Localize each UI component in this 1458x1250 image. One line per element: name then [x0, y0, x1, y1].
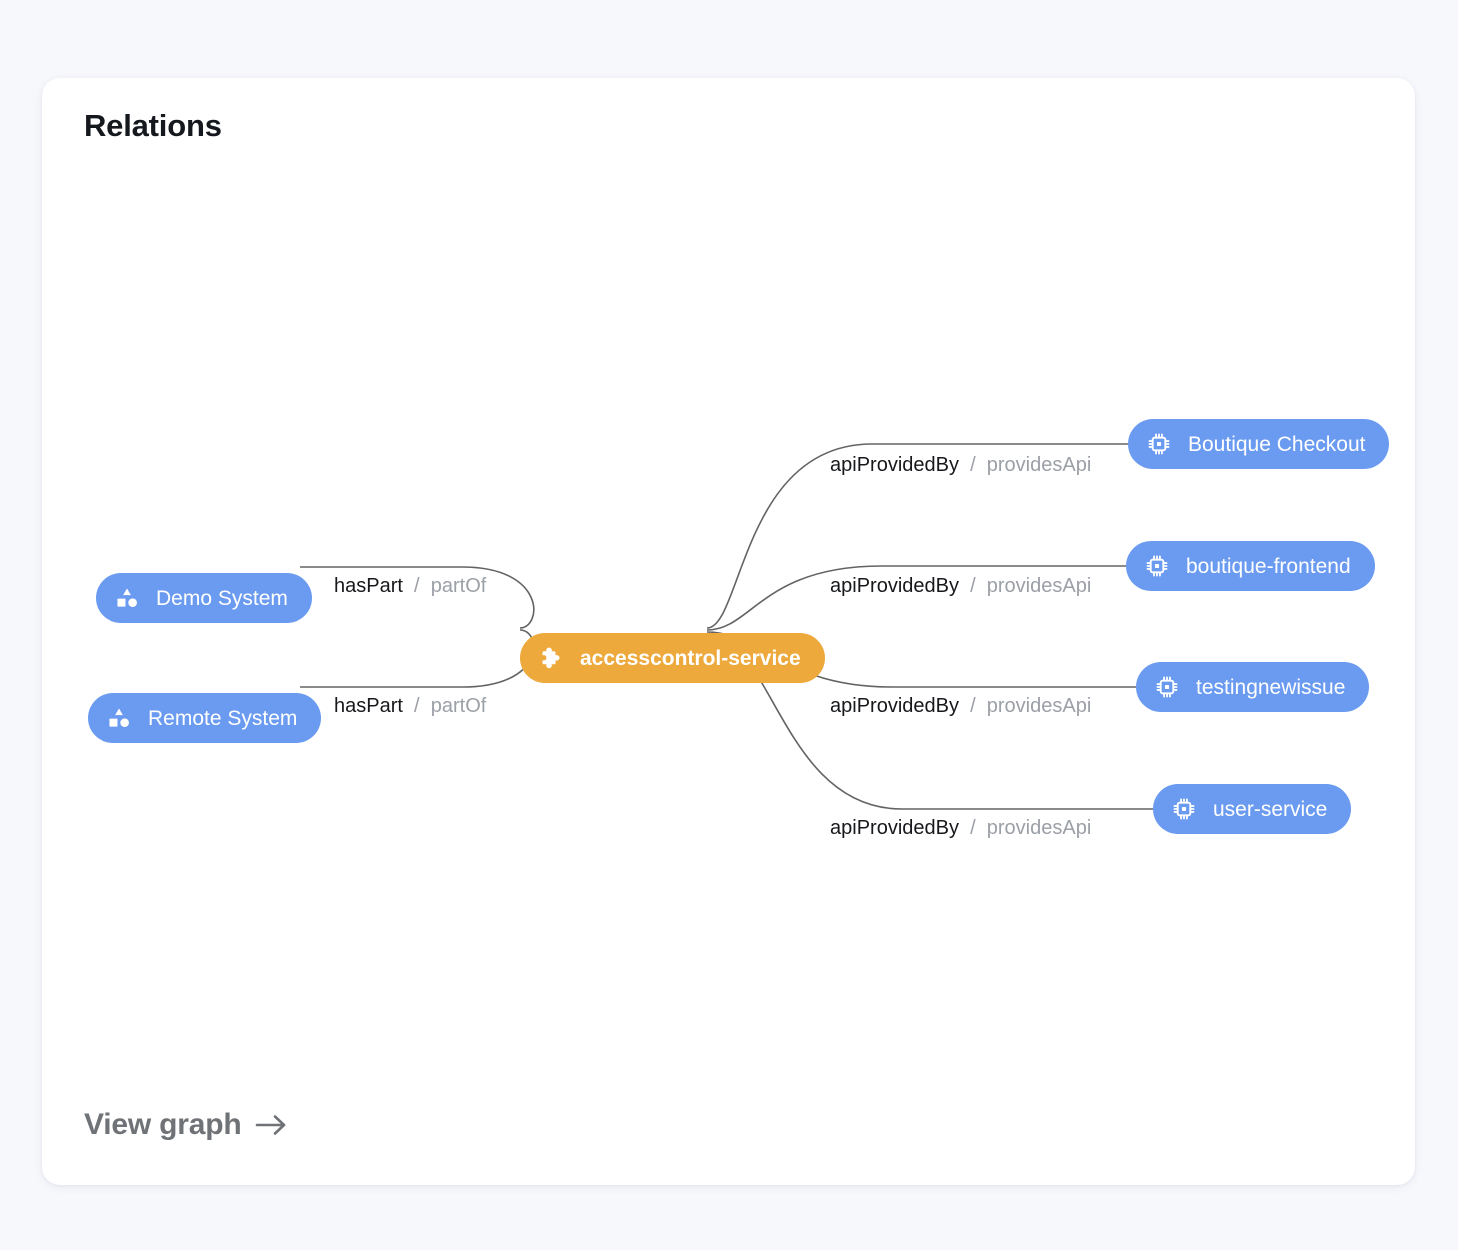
chip-icon [1171, 796, 1197, 822]
node-remote-system[interactable]: Remote System [88, 693, 321, 743]
edge-remote-system [300, 630, 534, 687]
node-label: accesscontrol-service [580, 648, 801, 669]
chip-icon [1146, 431, 1172, 457]
node-boutique-checkout[interactable]: Boutique Checkout [1128, 419, 1389, 469]
graph-edges [42, 78, 1415, 1185]
relations-graph[interactable]: Demo System Remote System accesscontrol-… [42, 78, 1415, 1185]
edge-boutique-checkout [707, 444, 1128, 628]
node-boutique-frontend[interactable]: boutique-frontend [1126, 541, 1375, 591]
node-user-service[interactable]: user-service [1153, 784, 1351, 834]
edge-boutique-frontend [707, 566, 1126, 630]
view-graph-label: View graph [84, 1108, 242, 1142]
node-label: user-service [1213, 799, 1327, 820]
node-testingnewissue[interactable]: testingnewissue [1136, 662, 1369, 712]
chip-icon [1144, 553, 1170, 579]
node-label: testingnewissue [1196, 677, 1345, 698]
chip-icon [1154, 674, 1180, 700]
node-label: Demo System [156, 588, 288, 609]
arrow-right-icon [254, 1112, 288, 1138]
node-label: boutique-frontend [1186, 556, 1351, 577]
node-label: Boutique Checkout [1188, 434, 1365, 455]
relations-card: Relations Demo [42, 78, 1415, 1185]
shapes-icon [106, 705, 132, 731]
node-demo-system[interactable]: Demo System [96, 573, 312, 623]
node-accesscontrol-service[interactable]: accesscontrol-service [520, 633, 825, 683]
view-graph-link[interactable]: View graph [84, 1108, 288, 1142]
puzzle-piece-icon [538, 645, 564, 671]
shapes-icon [114, 585, 140, 611]
edge-demo-system [300, 567, 534, 628]
node-label: Remote System [148, 708, 297, 729]
